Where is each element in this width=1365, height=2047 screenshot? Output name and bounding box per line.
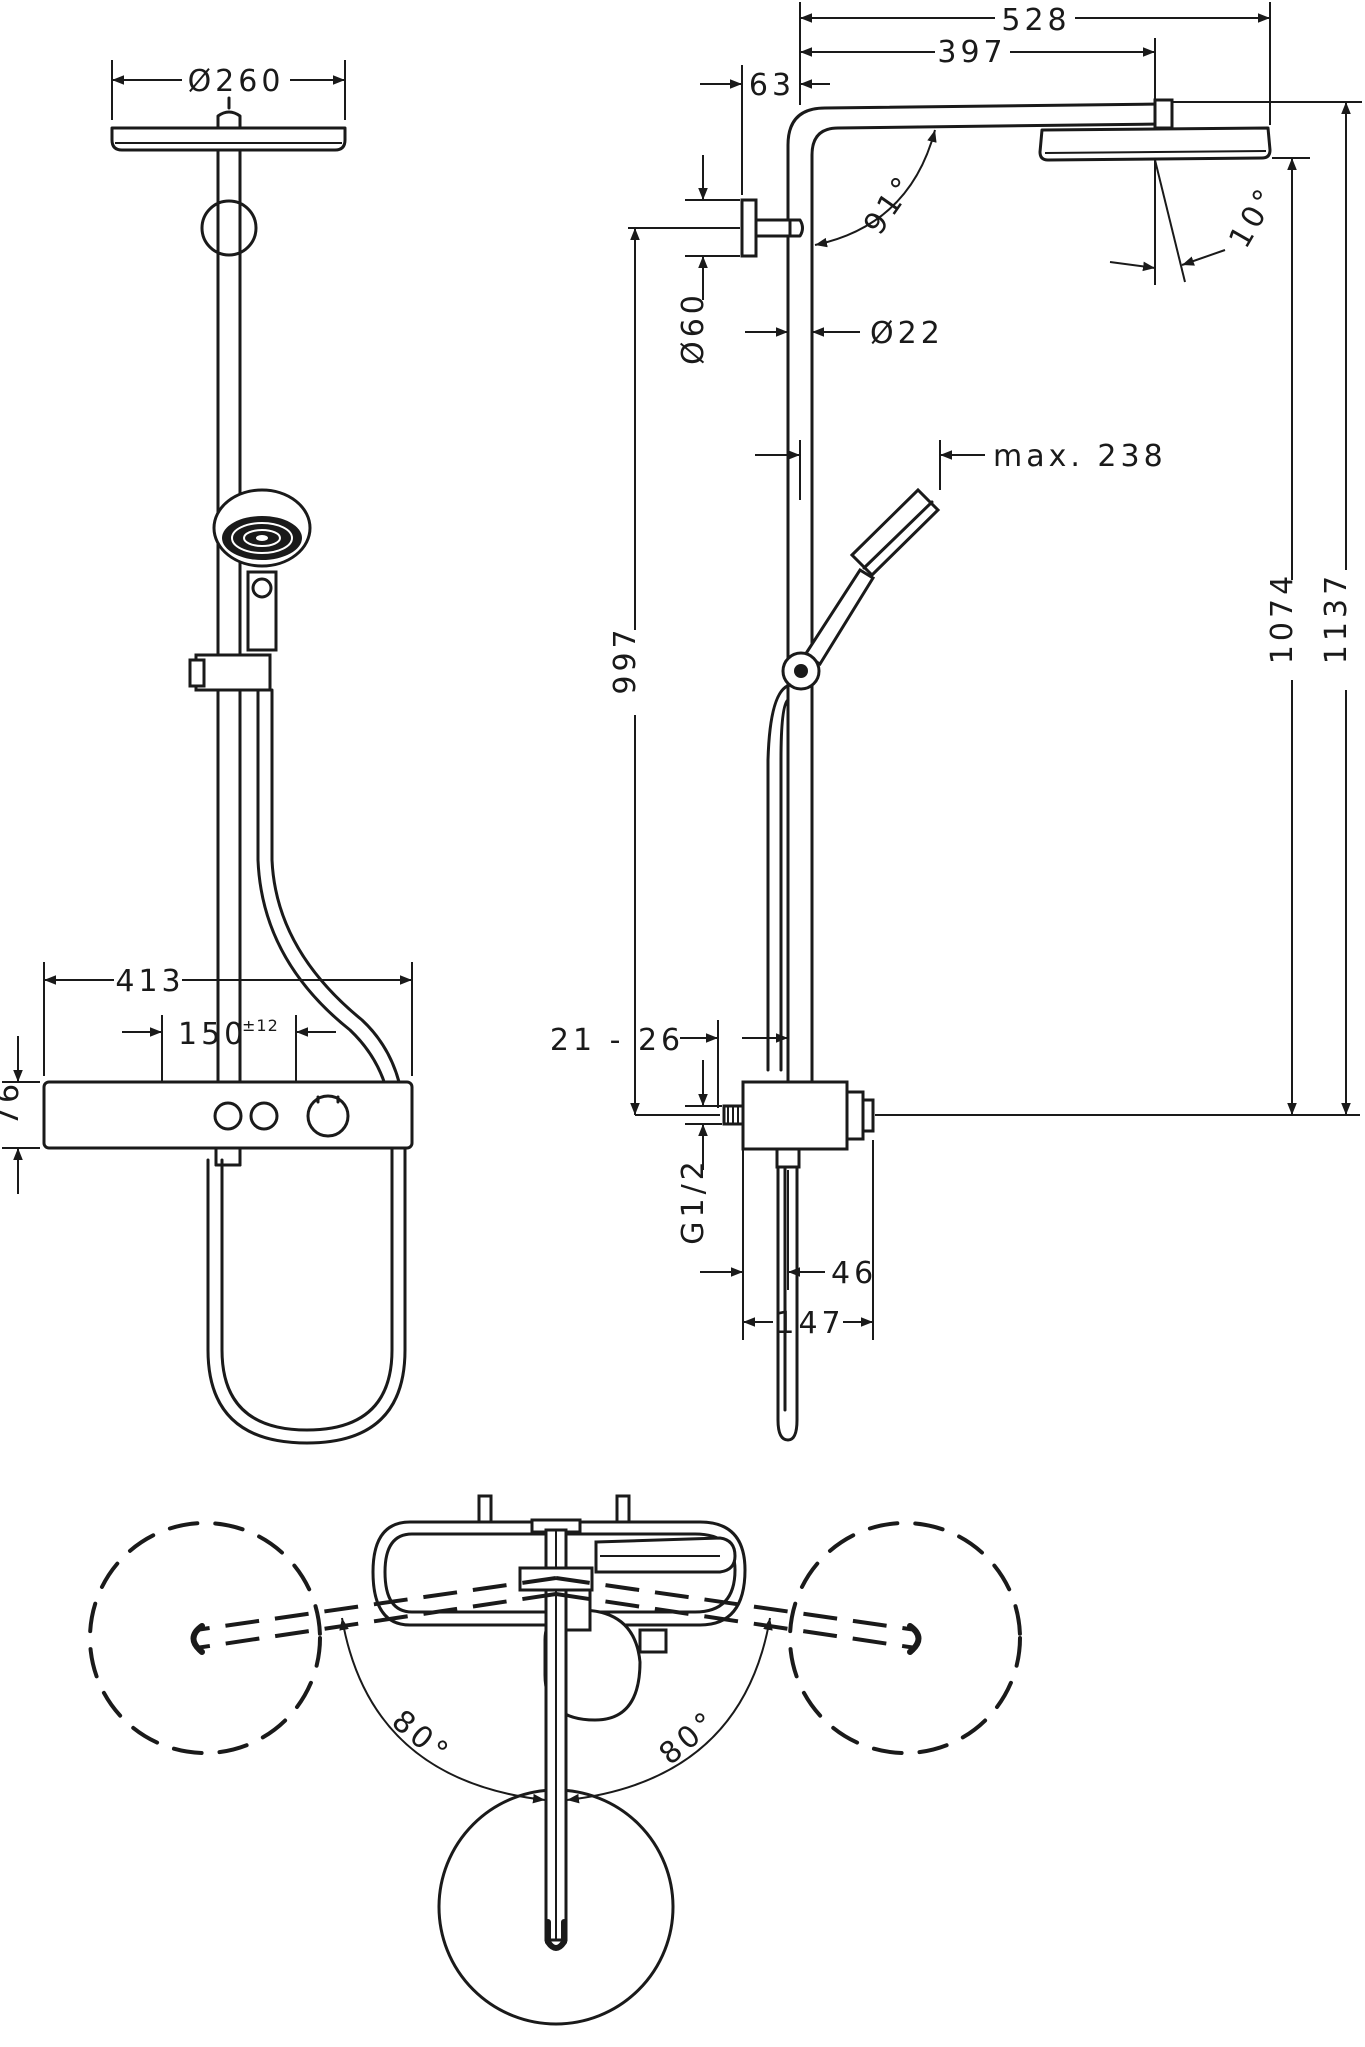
dim-arm-total: 528: [1001, 3, 1070, 38]
thermostat-side: [722, 1080, 875, 1169]
front-view: [42, 96, 414, 1445]
dim-height-head: 1074: [1265, 572, 1300, 664]
top-view: 80° 80°: [88, 1494, 1022, 2026]
hose-front: [206, 688, 407, 1445]
front-dimensions: Ø260 413 150 ±12 76: [0, 60, 413, 1194]
dim-tilt-angle: 91°: [857, 168, 923, 241]
dim-depth-outlet: 46: [831, 1256, 877, 1291]
swivel-circle-left: [88, 1521, 322, 1755]
thermostat-front: [42, 1080, 414, 1167]
dim-swivel-right: 80°: [653, 1703, 725, 1772]
overhead-shower-front: [110, 96, 347, 152]
side-dimensions: 528 397 63 91° 10° Ø60 Ø22 max.: [550, 2, 1362, 1341]
swivel-circle-right: [788, 1521, 1022, 1755]
dim-height-arm: 1137: [1319, 572, 1354, 664]
dim-connection-spacing: 150: [178, 1017, 247, 1052]
dim-bracket-diameter: Ø60: [676, 291, 711, 365]
dim-rod-diameter: Ø22: [870, 316, 944, 351]
dim-head-tilt: 10°: [1222, 180, 1285, 254]
dim-thermostat-height: 76: [0, 1080, 26, 1126]
hand-shower-front: [188, 488, 312, 692]
dim-swivel-left: 80°: [385, 1703, 457, 1772]
dim-hand-max: max. 238: [993, 439, 1167, 474]
dim-thread: G1/2: [676, 1157, 711, 1245]
riser-rod-front: [200, 148, 258, 1090]
dim-wall-distance: 21 - 26: [550, 1023, 684, 1058]
dim-thermostat-width: 413: [115, 964, 184, 999]
hand-shower-side: [781, 487, 941, 691]
overhead-shower-side: [1038, 126, 1272, 162]
dim-arm-reach: 397: [937, 35, 1006, 70]
dim-wall-offset: 63: [749, 68, 795, 103]
hose-side: [766, 683, 799, 1442]
dim-head-diameter: Ø260: [188, 64, 285, 99]
wall-bracket-side: [740, 198, 804, 258]
side-view: [722, 98, 1272, 1442]
dim-depth-total: 147: [775, 1306, 844, 1341]
dim-connection-tolerance: ±12: [242, 1016, 279, 1035]
dim-height-bracket: 997: [608, 625, 643, 694]
